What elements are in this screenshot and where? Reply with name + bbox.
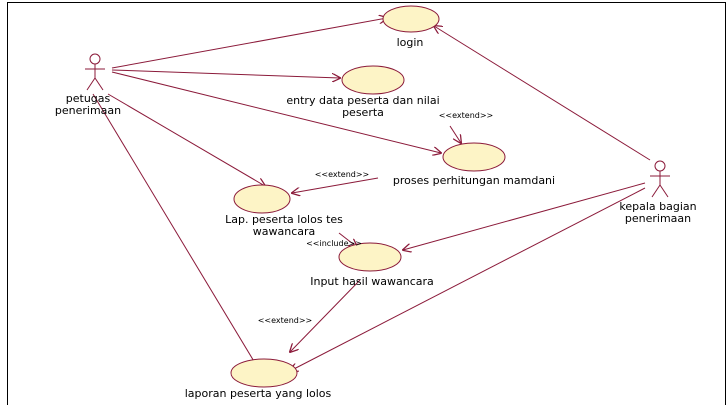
assoc-petugas-login [111,18,387,69]
usecase-lap-lolos-tes[interactable] [233,184,291,214]
actor-kepala-figure[interactable] [650,160,670,198]
usecase-entry-data[interactable] [341,65,405,95]
usecase-laporan-lolos[interactable] [230,358,298,388]
usecase-laporan-label: laporan peserta yang lolos [185,387,332,400]
stereotype-extend-lap: <<extend>> [315,170,370,179]
usecase-proses-mamdani[interactable] [442,142,506,172]
assoc-kepala-login [434,26,651,161]
actor-kepala-label-line1: kepala bagian [619,200,696,213]
usecase-login[interactable] [382,5,440,33]
stereotype-include-input: <<include>> [306,239,362,248]
assoc-kepala-laporan [290,187,646,371]
dependency-lines [290,125,461,352]
actor-petugas-label-line1: petugas [66,92,111,105]
stereotype-extend-laporan: <<extend>> [258,316,313,325]
usecase-proses-label: proses perhitungan mamdani [393,174,555,187]
extend-entry-proses [449,125,461,143]
assoc-petugas-laporan [92,93,258,368]
assoc-kepala-input [403,182,646,250]
diagram-frame [7,2,726,405]
assoc-petugas-lap [107,93,265,186]
usecase-login-label: login [397,36,424,49]
extend-input-laporan [290,279,361,352]
actor-petugas-figure[interactable] [85,53,105,91]
usecase-entry-label-line1: entry data peserta dan nilai [286,94,439,107]
usecase-lap-label-line1: Lap. peserta lolos tes [225,213,343,226]
stereotype-extend-entry: <<extend>> [439,111,494,120]
usecase-entry-label-line2: peserta [342,106,384,119]
assoc-petugas-proses [111,71,441,153]
actor-petugas-label-line2: penerimaan [55,104,121,117]
actor-kepala-label-line2: penerimaan [625,212,691,225]
usecase-lap-label-line2: wawancara [253,225,316,238]
association-lines [92,18,651,371]
assoc-petugas-entry [111,69,340,78]
usecase-input-wawancara[interactable] [338,242,402,272]
usecase-input-label: Input hasil wawancara [310,275,434,288]
extend-proses-lap [292,177,379,193]
